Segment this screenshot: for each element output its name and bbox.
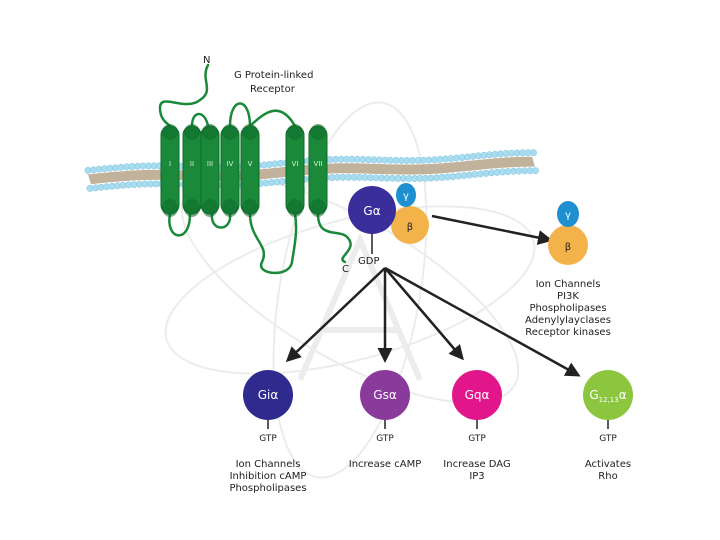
gtp-label: GTP (259, 434, 277, 444)
receptor-loops (158, 63, 352, 275)
helix-cap-top (222, 124, 238, 140)
gi-node (243, 370, 293, 420)
intracellular-loop-2 (210, 212, 232, 229)
gi-effect: Inhibition cAMP (230, 471, 307, 482)
extracellular-loop-4 (248, 109, 297, 128)
gamma-subunit-node (396, 183, 416, 207)
g1213-effect: Activates (585, 459, 631, 470)
free-beta-label: β (565, 242, 571, 253)
gq-effect: Increase DAG (443, 459, 510, 470)
gs-node (360, 370, 410, 420)
helix-numeral: VI (292, 160, 299, 168)
free-gamma-node (557, 201, 579, 227)
intracellular-loop-3 (248, 212, 298, 275)
helix-cap-top (162, 124, 178, 140)
beta-gamma-effect: Phospholipases (529, 303, 606, 314)
helix-cap-top (310, 124, 326, 140)
membrane-bead (532, 167, 539, 175)
arrow-to-beta-gamma (431, 214, 553, 245)
gq-label: Gqα (465, 388, 490, 402)
beta-gamma-effect: Ion Channels (536, 279, 601, 290)
extracellular-loop-3 (228, 102, 252, 128)
gq-node (452, 370, 502, 420)
helix-cap-bottom (184, 199, 200, 217)
beta-gamma-effects: Ion ChannelsPI3KPhospholipasesAdenylylay… (525, 279, 611, 338)
gtp-label: GTP (376, 434, 394, 444)
g-alpha-node (348, 186, 396, 234)
g1213-effect: Rho (598, 471, 617, 482)
beta-label: β (407, 222, 413, 233)
beta-gamma-effect: PI3K (557, 291, 579, 302)
gs-label: Gsα (373, 388, 397, 402)
intracellular-loop-1 (168, 212, 192, 237)
gtp-label: GTP (599, 434, 617, 444)
gdp-label: GDP (358, 256, 379, 267)
helix-numeral: II (190, 160, 194, 168)
arrow-to-g1213 (384, 266, 581, 377)
helix-numeral: VII (314, 160, 323, 168)
receptor-title-line1: G Protein-linked (234, 70, 313, 81)
free-gamma-label: γ (565, 210, 571, 221)
receptor-title-line2: Receptor (250, 84, 296, 95)
g-alpha-label: Gα (363, 204, 380, 218)
helix-numeral: V (248, 160, 253, 168)
free-beta-node (548, 225, 588, 265)
helix-numeral: IV (227, 160, 234, 168)
helix-numeral: III (207, 160, 213, 168)
gq-effect: IP3 (469, 471, 484, 482)
extracellular-loop-2 (190, 112, 210, 128)
helix-cap-bottom (242, 199, 258, 217)
helix-cap-bottom (287, 199, 303, 217)
gamma-label: γ (403, 191, 409, 202)
helix-cap-bottom (222, 199, 238, 217)
gi-label: Giα (258, 388, 279, 402)
helix-cap-bottom (310, 199, 326, 217)
arrow-to-gq (384, 267, 464, 361)
helix-cap-top (242, 124, 258, 140)
n-terminus-loop (158, 63, 210, 128)
membrane-bead (530, 149, 537, 157)
beta-subunit-node (391, 206, 429, 244)
g1213-node (583, 370, 633, 420)
n-terminus-label: N (203, 55, 210, 66)
gi-effect: Ion Channels (236, 459, 301, 470)
helix-cap-top (287, 124, 303, 140)
signal-arrows (285, 214, 581, 377)
g1213-label: G12,13α (589, 388, 626, 404)
arrow-to-gi (285, 267, 386, 363)
helix-cap-top (184, 124, 200, 140)
c-terminus-label: C (342, 264, 349, 275)
c-terminus-loop (316, 212, 352, 264)
gi-effect: Phospholipases (229, 483, 306, 494)
beta-gamma-effect: Receptor kinases (525, 327, 611, 338)
helix-cap-bottom (202, 199, 218, 217)
helix-cap-top (202, 124, 218, 140)
gtp-label: GTP (468, 434, 486, 444)
helix-cap-bottom (162, 199, 178, 217)
g-protein-heterotrimer: Gα β γ GDP (348, 183, 429, 267)
beta-gamma-effect: Adenylylayclases (525, 315, 611, 326)
beta-gamma-dimer: β γ (548, 201, 588, 265)
gs-effect: Increase cAMP (349, 459, 422, 470)
helix-numeral: I (169, 160, 171, 168)
